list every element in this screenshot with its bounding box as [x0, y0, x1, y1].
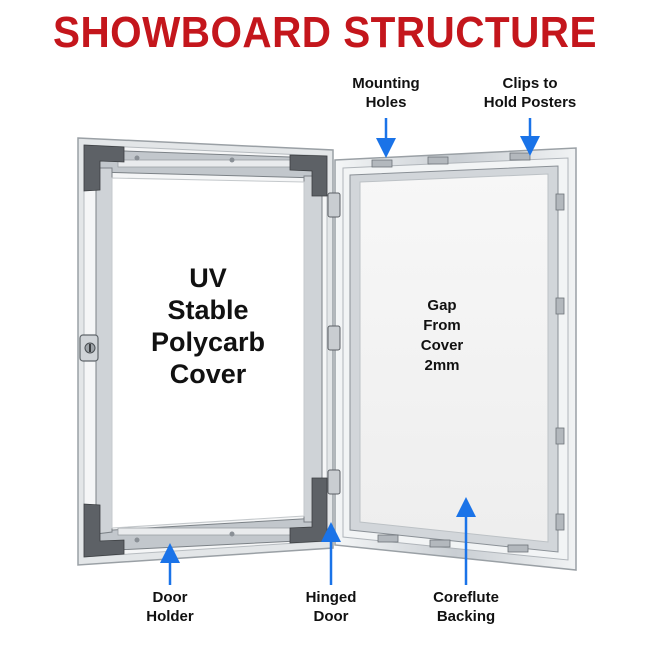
coreflute-label: Coreflute Backing — [433, 589, 499, 625]
hinge-icon — [327, 192, 341, 495]
page-title: SHOWBOARD STRUCTURE — [53, 8, 597, 57]
hinged-door-label: Hinged Door — [305, 589, 357, 625]
mounting-holes-label: Mounting Holes — [352, 75, 420, 111]
callout-arrows — [160, 118, 540, 585]
clip-icon — [371, 152, 565, 553]
back-panel-text: Gap From Cover 2mm — [420, 297, 464, 374]
door-panel-text: UV Stable Polycarb Cover — [150, 263, 266, 389]
door-holder-label: Door Holder — [146, 589, 194, 625]
polycarb-cover — [111, 177, 305, 529]
coreflute-backing — [359, 173, 549, 543]
clips-label: Clips to Hold Posters — [483, 75, 577, 111]
lock-icon — [79, 334, 99, 362]
corner-bracket-icon — [83, 144, 328, 558]
